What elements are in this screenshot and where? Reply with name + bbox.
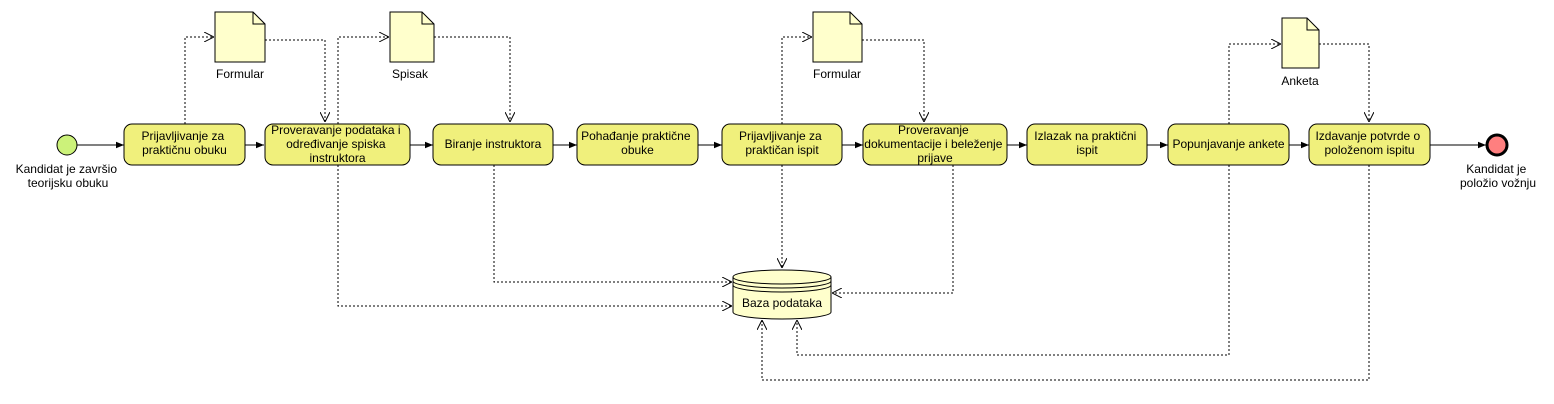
task-izlazak-na-ispit[interactable]: Izlazak na praktični ispit [1026, 123, 1148, 166]
task-label: Biranje instruktora [445, 137, 542, 151]
document-icon [214, 11, 266, 63]
document-formular-2: Formular [812, 11, 863, 81]
task-label: Popunjavanje ankete [1172, 137, 1284, 151]
assoc-task2-spisak [337, 37, 389, 124]
task-label: Izlazak na praktični ispit [1034, 129, 1139, 157]
task-prijavljivanje-obuka[interactable]: Prijavljivanje za praktičnu obuku [123, 123, 246, 166]
start-event: Kandidat je završio teorijsku obuku [16, 134, 121, 190]
end-event-circle [1485, 133, 1509, 157]
start-event-label: Kandidat je završio teorijsku obuku [16, 162, 121, 190]
task-label: Pohađanje praktične obuke [581, 129, 694, 157]
assoc-task1-formular [184, 37, 214, 124]
assoc-task9-baza [762, 165, 1370, 381]
document-label: Spisak [392, 67, 429, 81]
task-proveravanje-podataka[interactable]: Proveravanje podataka i određivanje spis… [264, 123, 411, 166]
assoc-task2-baza [337, 165, 732, 306]
datastore-label: Baza podataka [742, 296, 822, 310]
datastore-baza-podataka: Baza podataka [732, 269, 832, 320]
task-popunjavanje-ankete[interactable]: Popunjavanje ankete [1167, 123, 1290, 166]
document-label: Formular [813, 67, 861, 81]
document-icon [812, 11, 863, 63]
document-label: Formular [216, 67, 264, 81]
assoc-task6-baza [832, 165, 954, 293]
task-label: Prijavljivanje za praktičan ispit [739, 129, 825, 157]
task-label: Prijavljivanje za praktičnu obuku [141, 129, 227, 157]
document-label: Anketa [1281, 74, 1319, 88]
assoc-task3-baza [493, 165, 732, 282]
document-anketa: Anketa [1281, 17, 1320, 88]
task-izdavanje-potvrde[interactable]: Izdavanje potvrde o položenom ispitu [1308, 123, 1431, 166]
task-label: Proveravanje podataka i određivanje spis… [271, 123, 404, 165]
document-icon [389, 11, 435, 63]
assoc-formular-task2 [265, 39, 325, 122]
assoc-anketa-task9 [1319, 43, 1369, 122]
document-icon [1281, 17, 1320, 69]
task-label: Proveravanje dokumentacije i beleženje p… [864, 123, 1005, 165]
task-biranje-instruktora[interactable]: Biranje instruktora [432, 123, 554, 166]
assoc-task8-anketa [1228, 44, 1281, 124]
task-prijavljivanje-ispit[interactable]: Prijavljivanje za praktičan ispit [721, 123, 843, 166]
assoc-spisak-task3 [434, 36, 510, 122]
start-event-circle [56, 134, 78, 156]
task-proveravanje-dokumentacije[interactable]: Proveravanje dokumentacije i beleženje p… [862, 123, 1008, 166]
task-pohadjanje-obuke[interactable]: Pohađanje praktične obuke [576, 123, 699, 166]
end-event: Kandidat je položio vožnju [1460, 133, 1536, 190]
assoc-formular-task6 [862, 39, 924, 122]
end-event-label: Kandidat je položio vožnju [1460, 162, 1536, 190]
assoc-task5-formular [781, 37, 812, 124]
document-spisak: Spisak [389, 11, 435, 81]
task-label: Izdavanje potvrde o položenom ispitu [1315, 129, 1423, 157]
document-formular-1: Formular [214, 11, 266, 81]
data-associations [184, 36, 1370, 381]
assoc-task8-baza [797, 165, 1230, 356]
